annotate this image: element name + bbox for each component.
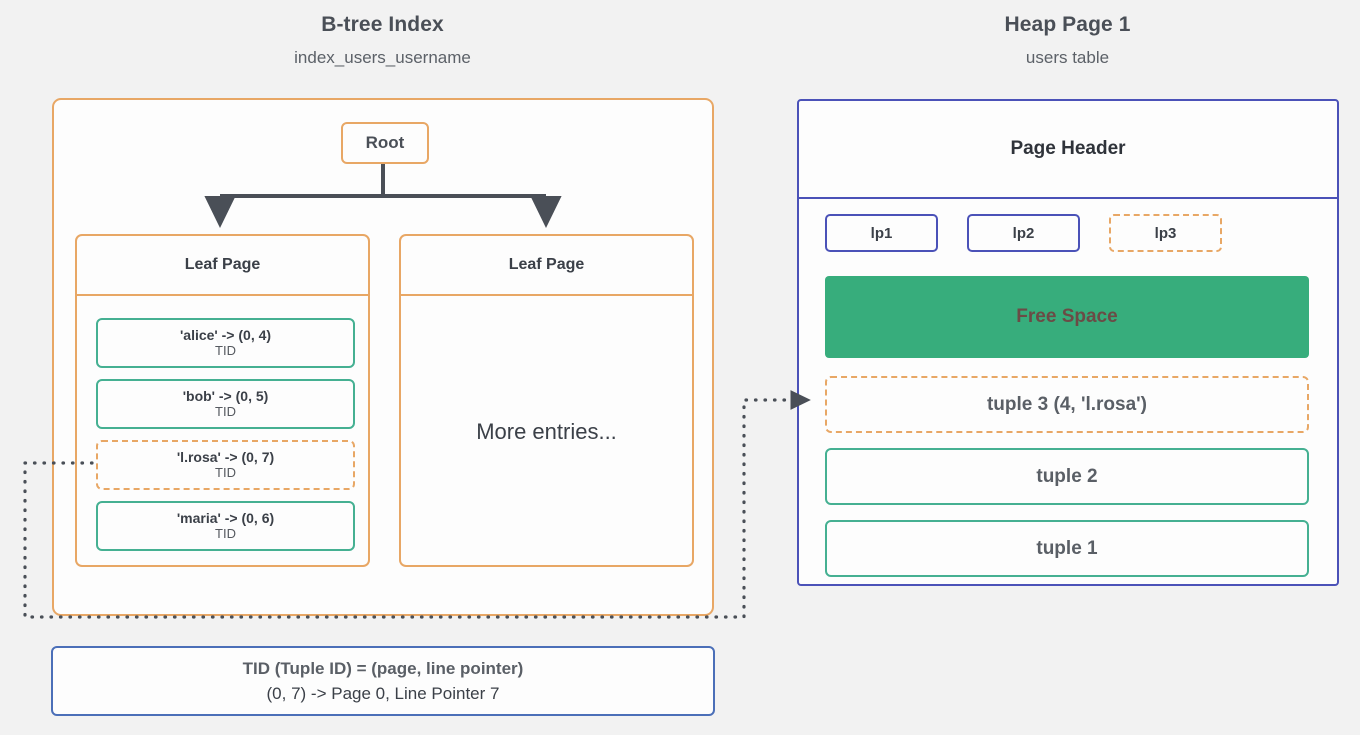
root-node-label: Root [365,133,405,152]
index-entry-lrosa[interactable]: 'l.rosa' -> (0, 7) TID [96,440,355,490]
tuple-1-label: tuple 1 [1036,537,1098,559]
free-space-block: Free Space [825,276,1309,358]
page-header-section: Page Header [799,101,1337,199]
tuple-3-label: tuple 3 (4, 'l.rosa') [986,393,1147,415]
btree-index-panel: Root Leaf Page 'alice' -> (0, 4) TID 'bo… [52,98,714,616]
root-node[interactable]: Root [341,122,429,164]
index-entry-lrosa-tid-label: TID [215,464,236,480]
line-pointer-lp2[interactable]: lp2 [967,214,1080,252]
tuple-3[interactable]: tuple 3 (4, 'l.rosa') [825,376,1309,433]
index-entry-alice-key: 'alice' -> (0, 4) [179,326,272,343]
tuple-2[interactable]: tuple 2 [825,448,1309,505]
heap-column-title: Heap Page 1 [1004,13,1131,36]
index-entry-bob-tid-label: TID [215,403,236,419]
index-entry-bob[interactable]: 'bob' -> (0, 5) TID [96,379,355,429]
line-pointer-lp1-label: lp1 [870,224,893,242]
tid-legend-box: TID (Tuple ID) = (page, line pointer) (0… [51,646,715,716]
heap-column-subtitle: users table [1025,48,1110,67]
tuple-1[interactable]: tuple 1 [825,520,1309,577]
leaf-page-right[interactable]: Leaf Page More entries... [399,234,694,567]
index-entry-maria-key: 'maria' -> (0, 6) [176,509,275,526]
leaf-page-right-body: More entries... [401,296,692,565]
index-entry-lrosa-key: 'l.rosa' -> (0, 7) [176,448,275,465]
heap-page-panel: Page Header lp1 lp2 lp3 Free Space tuple… [797,99,1339,586]
tuple-2-label: tuple 2 [1036,465,1098,487]
line-pointer-lp3-label: lp3 [1154,224,1177,242]
tid-legend-example: (0, 7) -> Page 0, Line Pointer 7 [266,683,500,703]
more-entries-label: More entries... [476,418,617,444]
line-pointer-lp3[interactable]: lp3 [1109,214,1222,252]
line-pointer-lp2-label: lp2 [1012,224,1035,242]
index-column-subtitle: index_users_username [294,48,471,67]
index-entry-alice[interactable]: 'alice' -> (0, 4) TID [96,318,355,368]
index-entry-bob-key: 'bob' -> (0, 5) [182,387,269,404]
leaf-page-left-header: Leaf Page [77,236,368,296]
leaf-page-left[interactable]: Leaf Page 'alice' -> (0, 4) TID 'bob' ->… [75,234,370,567]
index-entry-alice-tid-label: TID [215,342,236,358]
index-entry-maria[interactable]: 'maria' -> (0, 6) TID [96,501,355,551]
tid-legend-title: TID (Tuple ID) = (page, line pointer) [242,659,524,679]
free-space-label: Free Space [1016,306,1118,327]
leaf-page-left-body: 'alice' -> (0, 4) TID 'bob' -> (0, 5) TI… [77,296,368,565]
index-entry-maria-tid-label: TID [215,525,236,541]
line-pointer-lp1[interactable]: lp1 [825,214,938,252]
index-column-title: B-tree Index [321,13,444,36]
leaf-page-right-header: Leaf Page [401,236,692,296]
